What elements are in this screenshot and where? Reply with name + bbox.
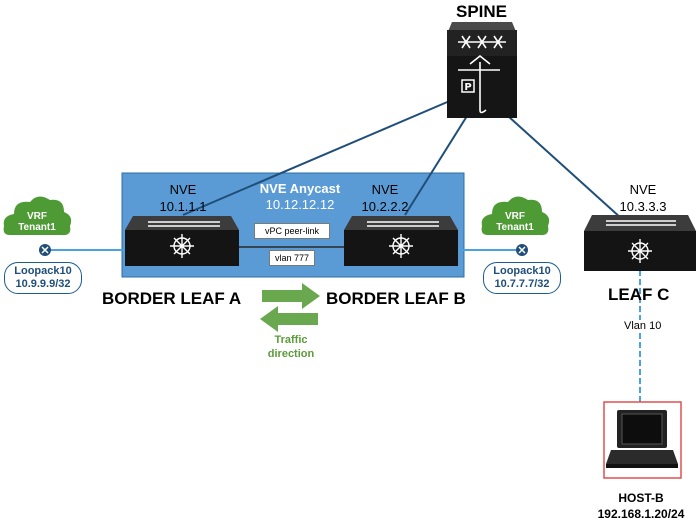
vrf-left-line2: Tenant1 (18, 222, 56, 233)
vlan-777-label: vlan 777 (269, 250, 315, 266)
host-label-block: HOST-B 192.168.1.20/24 (586, 490, 696, 522)
loopback-left-ip: 10.9.9.9/32 (15, 278, 71, 290)
traffic-arrow-left-icon (260, 306, 318, 332)
leaf-b-nve-block: NVE 10.2.2.2 (360, 181, 410, 215)
vrf-right-text: VRF Tenant1 (490, 211, 540, 233)
leaf-c-nve-label: NVE (629, 182, 657, 197)
vrf-cloud-right-icon (481, 196, 550, 256)
vrf-cloud-left-icon (3, 196, 72, 256)
traffic-direction-label: Traffic direction (258, 333, 324, 361)
peer-link-label: vPC peer-link (254, 223, 330, 239)
svg-text:P: P (464, 82, 471, 93)
vrf-right-line1: VRF (505, 211, 525, 222)
traffic-line1: Traffic (274, 334, 308, 346)
leaf-c-label: LEAF C (608, 285, 670, 304)
border-leaf-a-label: BORDER LEAF A (102, 289, 242, 308)
anycast-title: NVE Anycast (259, 181, 341, 196)
vrf-left-line1: VRF (27, 211, 47, 222)
link-spine-leaf-a (182, 99, 453, 216)
leaf-b-nve-ip: 10.2.2.2 (361, 199, 409, 214)
border-leaf-b-switch-icon (344, 216, 458, 266)
vrf-left-text: VRF Tenant1 (12, 211, 62, 233)
loopback-right-name: Loopack10 (493, 265, 551, 277)
link-spine-leaf-c (507, 115, 633, 229)
leaf-a-nve-label: NVE (169, 182, 197, 197)
leaf-c-nve-block: NVE 10.3.3.3 (618, 181, 668, 215)
vrf-right-line2: Tenant1 (496, 222, 534, 233)
leaf-b-nve-label: NVE (371, 182, 399, 197)
host-ip: 192.168.1.20/24 (597, 507, 685, 521)
leaf-c-nve-ip: 10.3.3.3 (619, 199, 667, 214)
host-name: HOST-B (618, 491, 664, 505)
spine-label: SPINE (456, 2, 508, 21)
host-laptop-icon (603, 401, 682, 479)
spine-switch-icon: P (447, 22, 517, 118)
border-leaf-b-label: BORDER LEAF B (326, 289, 466, 308)
traffic-line2: direction (267, 348, 315, 360)
leaf-a-nve-block: NVE 10.1.1.1 (158, 181, 208, 215)
anycast-block: NVE Anycast 10.12.12.12 (252, 181, 348, 213)
loopback-right-ip: 10.7.7.7/32 (494, 278, 550, 290)
loopback-left-badge: Loopack10 10.9.9.9/32 (4, 262, 82, 294)
loopback-left-name: Loopack10 (14, 265, 72, 277)
anycast-ip: 10.12.12.12 (265, 197, 335, 212)
leaf-a-nve-ip: 10.1.1.1 (159, 199, 207, 214)
link-spine-leaf-b (404, 115, 468, 216)
traffic-arrow-right-icon (262, 283, 320, 309)
leaf-c-switch-icon (584, 215, 696, 271)
loopback-right-badge: Loopack10 10.7.7.7/32 (483, 262, 561, 294)
border-leaf-a-switch-icon (125, 216, 239, 266)
vlan-10-label: Vlan 10 (622, 320, 664, 332)
